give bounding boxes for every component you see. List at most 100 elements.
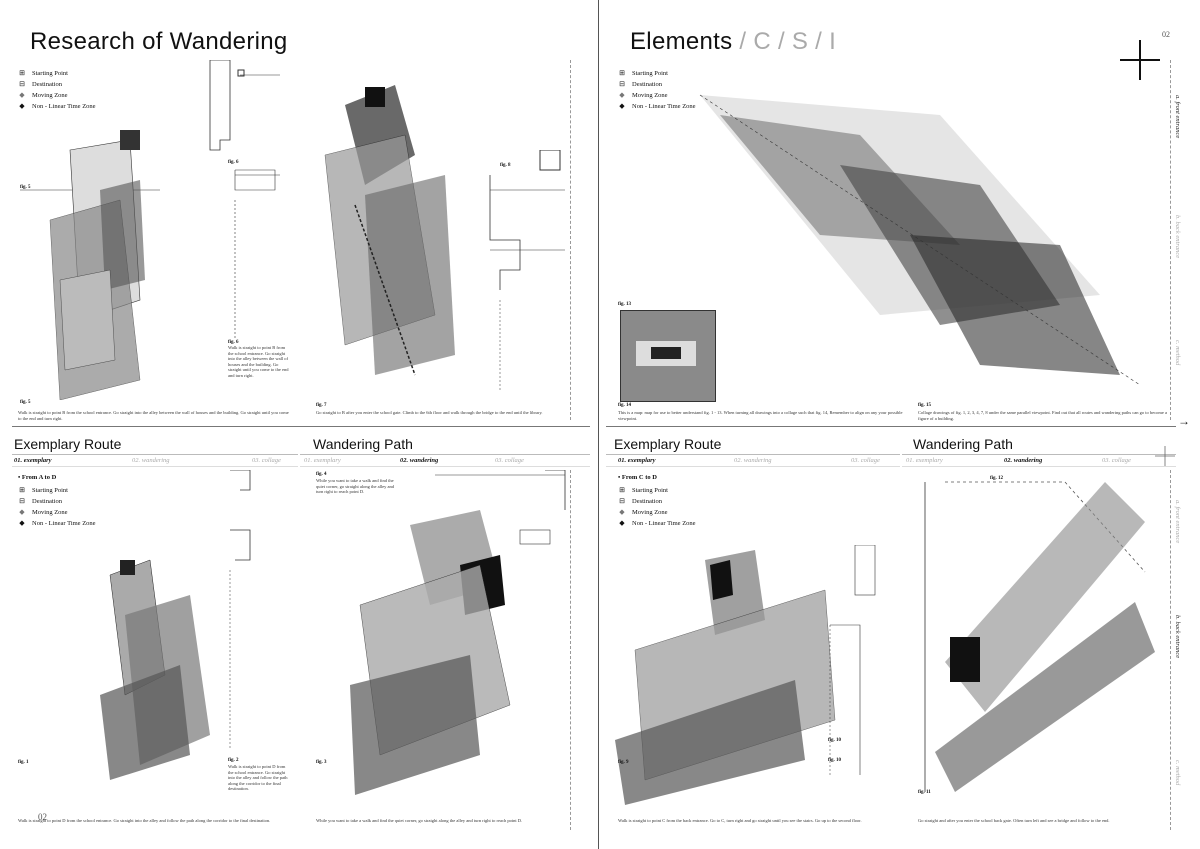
tab-collage[interactable]: 03. collage bbox=[495, 457, 524, 464]
crosshair-mark-icon bbox=[1155, 446, 1175, 466]
legend-item: ⊞Starting Point bbox=[619, 486, 668, 494]
exemplary-heading-right: Exemplary Route bbox=[614, 436, 722, 452]
fig-label: fig. 4 bbox=[316, 472, 327, 477]
section-tabs-far-right: 01. exemplary 02. wandering 03. collage bbox=[902, 454, 1176, 467]
axonometric-drawing-d bbox=[350, 510, 511, 795]
tab-wandering[interactable]: 02. wandering bbox=[1004, 457, 1043, 464]
destination-icon: ⊟ bbox=[619, 80, 625, 88]
starting-point-icon: ⊞ bbox=[19, 69, 25, 77]
axonometric-drawing-c bbox=[100, 559, 210, 780]
tab-wandering[interactable]: 02. wandering bbox=[734, 457, 772, 464]
collage-drawing bbox=[699, 94, 1141, 386]
caption-top-right-right-page: Collage drawings of fig. 1, 2, 3, 4, 7, … bbox=[918, 410, 1167, 421]
caption-text: Walk is straight to point D from the sch… bbox=[228, 764, 288, 791]
side-label-method: c. method bbox=[1174, 340, 1181, 366]
fig-label: fig. 10 bbox=[828, 738, 842, 743]
caption-text: Walk is straight to point B from the sch… bbox=[228, 345, 289, 378]
legend-item: ⊟Destination bbox=[619, 80, 662, 88]
photo-courtyard bbox=[651, 347, 681, 359]
left-legend: ⊞Starting Point ⊟Destination ◆Moving Zon… bbox=[18, 68, 95, 112]
margin-rule bbox=[570, 470, 571, 830]
tab-exemplary[interactable]: 01. exemplary bbox=[906, 457, 943, 464]
plan-drawing-b bbox=[489, 150, 565, 390]
non-linear-zone-icon: ◆ bbox=[19, 102, 25, 110]
plan-drawing-c bbox=[229, 470, 251, 750]
caption-bottom-left: Walk is straight to point D from the sch… bbox=[18, 818, 271, 823]
side-label-back: b. back entrance bbox=[1174, 215, 1181, 259]
fig-label: fig. 1 bbox=[18, 760, 29, 765]
right-title-main: Elements bbox=[630, 28, 733, 55]
legend-item: ⊟Destination bbox=[19, 497, 62, 505]
fig-label: fig. 6 bbox=[228, 340, 239, 345]
fig-label: fig. 14 bbox=[618, 403, 632, 408]
section-tabs-right: 01. exemplary 02. wandering 03. collage bbox=[606, 454, 900, 467]
left-legend-bottom: ⊞Starting Point ⊟Destination ◆Moving Zon… bbox=[18, 485, 96, 529]
exemplary-heading: Exemplary Route bbox=[14, 436, 122, 452]
fig-label: fig. 5 bbox=[20, 185, 31, 190]
margin-rule bbox=[1170, 60, 1171, 420]
arrow-right-icon[interactable]: → bbox=[1178, 414, 1190, 428]
moving-zone-icon: ◆ bbox=[619, 91, 625, 99]
axonometric-drawing-a bbox=[20, 130, 160, 400]
left-divider bbox=[12, 426, 590, 427]
caption-bottom-right: While you want to take a walk and find t… bbox=[316, 818, 523, 823]
side-label-method: c. method bbox=[1174, 760, 1181, 786]
moving-zone-icon: ◆ bbox=[619, 508, 625, 516]
axonometric-drawing-e bbox=[615, 550, 836, 805]
tab-exemplary[interactable]: 01. exemplary bbox=[14, 457, 52, 464]
fig-label: fig. 5 bbox=[20, 400, 31, 405]
fig-label: fig. 13 bbox=[618, 302, 632, 307]
right-page-title: Elements / C / S / I bbox=[630, 28, 836, 56]
tab-collage[interactable]: 03. collage bbox=[1102, 457, 1131, 464]
fig-label: fig. 2 bbox=[228, 758, 239, 763]
section-tabs-mid: 01. exemplary 02. wandering 03. collage bbox=[300, 454, 590, 467]
margin-rule bbox=[570, 60, 571, 420]
moving-zone-icon: ◆ bbox=[19, 91, 25, 99]
non-linear-zone-icon: ◆ bbox=[619, 519, 625, 527]
tab-exemplary[interactable]: 01. exemplary bbox=[618, 457, 656, 464]
legend-item: ⊞Starting Point bbox=[19, 486, 68, 494]
caption-top-left-right-page: This is a map: map for use to better und… bbox=[618, 410, 903, 421]
route-from-label-right: • From C to D bbox=[618, 474, 657, 481]
destination-icon: ⊟ bbox=[19, 497, 25, 505]
right-legend: ⊞Starting Point ⊟Destination ◆Moving Zon… bbox=[618, 68, 696, 112]
margin-rule bbox=[1170, 470, 1171, 830]
tab-collage[interactable]: 03. collage bbox=[252, 457, 281, 464]
left-page-title: Research of Wandering bbox=[30, 28, 288, 55]
plan-drawing-e bbox=[829, 545, 876, 775]
tab-collage[interactable]: 03. collage bbox=[851, 457, 880, 464]
tab-exemplary[interactable]: 01. exemplary bbox=[304, 457, 341, 464]
side-label-front: a. front entrance bbox=[1174, 500, 1181, 544]
starting-point-icon: ⊞ bbox=[619, 69, 625, 77]
fig-label: fig. 15 bbox=[918, 403, 932, 408]
fig-label: fig. 6 bbox=[228, 160, 239, 165]
fig-label: fig. 7 bbox=[316, 403, 327, 408]
page-number-right: 02 bbox=[1162, 30, 1170, 39]
legend-item: ◆Non - Linear Time Zone bbox=[619, 519, 696, 527]
tab-wandering[interactable]: 02. wandering bbox=[400, 457, 439, 464]
caption-text: While you want to take a walk and find t… bbox=[316, 478, 395, 494]
side-label-front: a. front entrance bbox=[1174, 95, 1181, 139]
moving-zone-icon: ◆ bbox=[19, 508, 25, 516]
route-from-label: • From A to D bbox=[18, 474, 57, 481]
plan-drawing-d bbox=[435, 470, 566, 545]
page-spine bbox=[598, 0, 599, 849]
legend-item: ◆Moving Zone bbox=[19, 508, 68, 516]
destination-icon: ⊟ bbox=[19, 80, 25, 88]
right-divider bbox=[606, 426, 1176, 427]
axonometric-drawing-b bbox=[324, 85, 455, 376]
section-tabs-left: 01. exemplary 02. wandering 03. collage bbox=[12, 454, 298, 467]
caption-bottom-left-right-page: Walk is straight to point C from the bac… bbox=[618, 818, 862, 823]
non-linear-zone-icon: ◆ bbox=[619, 102, 625, 110]
legend-item: ◆Moving Zone bbox=[619, 91, 668, 99]
fig-label: fig. 8 bbox=[500, 163, 511, 168]
non-linear-zone-icon: ◆ bbox=[19, 519, 25, 527]
legend-item: ◆Non - Linear Time Zone bbox=[19, 519, 96, 527]
aerial-photo bbox=[620, 310, 716, 402]
plan-drawing-a bbox=[209, 60, 280, 340]
wandering-heading: Wandering Path bbox=[313, 436, 413, 452]
legend-item: ◆Non - Linear Time Zone bbox=[619, 102, 696, 110]
wandering-heading-right: Wandering Path bbox=[913, 436, 1013, 452]
legend-item: ◆Moving Zone bbox=[19, 91, 68, 99]
tab-wandering[interactable]: 02. wandering bbox=[132, 457, 170, 464]
